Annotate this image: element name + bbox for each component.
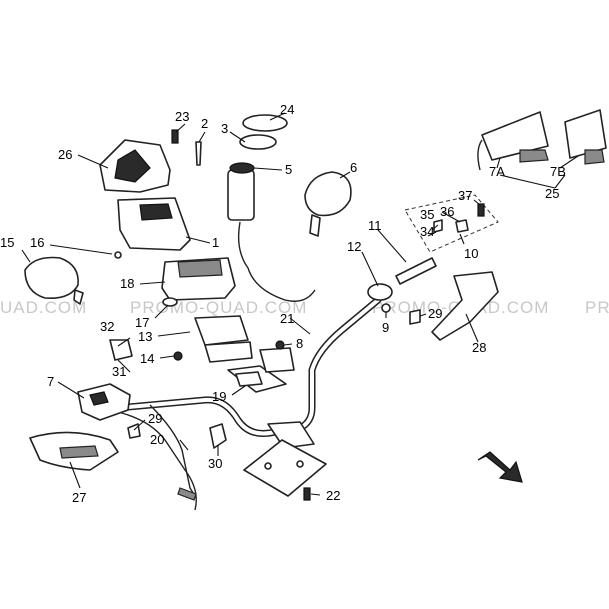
label-13: 13: [138, 329, 152, 344]
part-6-stem: [309, 214, 321, 237]
label-1: 1: [212, 235, 219, 250]
part-7a-cable: [477, 139, 483, 171]
part-3-switch-top: [239, 134, 277, 150]
part-2-bolt: [195, 141, 202, 166]
label-11: 11: [368, 218, 382, 233]
part-29-right-clip: [409, 309, 421, 325]
wire-harness: [237, 221, 316, 302]
part-8-nut: [275, 340, 285, 350]
label-30: 30: [208, 456, 222, 471]
label-26: 26: [58, 147, 72, 162]
part-1-vent: [139, 203, 173, 221]
watermark: UAD.COM PROMO-QUAD.COM PROMO-QUAD.COM PR: [0, 298, 609, 317]
part-7a-switch: [481, 111, 549, 161]
part-37-screw: [477, 203, 485, 217]
label-29-right: 29: [428, 306, 442, 321]
label-7b: 7B: [550, 164, 566, 179]
part-27-vents: [59, 445, 99, 459]
label-2: 2: [201, 116, 208, 131]
part-7b-lever: [584, 149, 605, 165]
part-36-sleeve: [455, 219, 469, 233]
part-11-rod: [395, 257, 437, 285]
label-31: 31: [112, 364, 126, 379]
label-20: 20: [150, 432, 164, 447]
part-base-plate: [243, 439, 327, 497]
cable-end: [177, 487, 197, 501]
label-24: 24: [280, 102, 294, 117]
label-28: 28: [472, 340, 486, 355]
leader-lines: [21, 112, 579, 496]
part-24-key: [242, 114, 288, 132]
label-21: 21: [280, 311, 294, 326]
part-28-guard: [431, 271, 499, 341]
throttle-cable: [117, 411, 197, 511]
part-13-plate-lower: [204, 341, 253, 363]
part-26-window: [114, 149, 151, 183]
label-12: 12: [347, 239, 361, 254]
part-6-mirror: [304, 171, 352, 217]
watermark-left: UAD.COM: [0, 298, 87, 317]
part-clamp-upper: [259, 347, 295, 373]
label-9: 9: [382, 320, 389, 335]
label-36: 36: [440, 204, 454, 219]
label-25: 25: [545, 186, 559, 201]
part-14-nut: [173, 351, 183, 361]
part-lower-clamp: [267, 421, 315, 449]
label-10: 10: [464, 246, 478, 261]
part-23-fastener: [171, 129, 179, 144]
part-22-bolt: [303, 487, 311, 501]
part-30-clip: [209, 423, 227, 449]
label-29-left: 29: [148, 411, 162, 426]
label-27: 27: [72, 490, 86, 505]
label-6: 6: [350, 160, 357, 175]
part-5-ring: [229, 162, 255, 174]
label-3: 3: [221, 121, 228, 136]
part-3-switch-body: [227, 169, 255, 221]
part-12-grip: [367, 283, 393, 301]
watermark-far-right: PR: [585, 298, 609, 317]
base-hole-2: [296, 460, 304, 468]
label-17: 17: [135, 315, 149, 330]
part-1-panel: [117, 197, 191, 251]
cable-20: [149, 404, 196, 497]
label-14: 14: [140, 351, 154, 366]
label-37: 37: [458, 188, 472, 203]
part-35-pin: [433, 219, 443, 233]
label-7a: 7A: [489, 164, 505, 179]
label-23: 23: [175, 109, 189, 124]
label-16: 16: [30, 235, 44, 250]
part-32-bracket: [109, 339, 133, 361]
callout-labels: 26 23 2 3 24 5 6 1 16 15 18 17 32 13 14 …: [0, 102, 566, 505]
label-19: 19: [212, 389, 226, 404]
part-18-top: [177, 259, 223, 278]
label-18: 18: [120, 276, 134, 291]
label-22: 22: [326, 488, 340, 503]
label-32: 32: [100, 319, 114, 334]
base-hole-1: [264, 462, 272, 470]
part-7a-lever: [519, 149, 549, 163]
part-7-button: [89, 391, 109, 406]
part-7b-switch: [564, 109, 607, 159]
part-17-washer: [162, 297, 178, 307]
part-13-plate: [194, 315, 249, 346]
part-15-mirror: [24, 256, 79, 300]
label-35: 35: [420, 207, 434, 222]
part-9-washer: [381, 303, 391, 313]
label-8: 8: [296, 336, 303, 351]
part-15-stem: [73, 289, 84, 305]
arrow-down-right-icon: [477, 451, 523, 483]
label-7: 7: [47, 374, 54, 389]
part-19-clamp-lower: [235, 371, 263, 387]
part-16-screw: [114, 251, 122, 259]
label-34: 34: [420, 224, 434, 239]
part-10-group-box: [404, 194, 499, 253]
label-5: 5: [285, 162, 292, 177]
label-15: 15: [0, 235, 14, 250]
